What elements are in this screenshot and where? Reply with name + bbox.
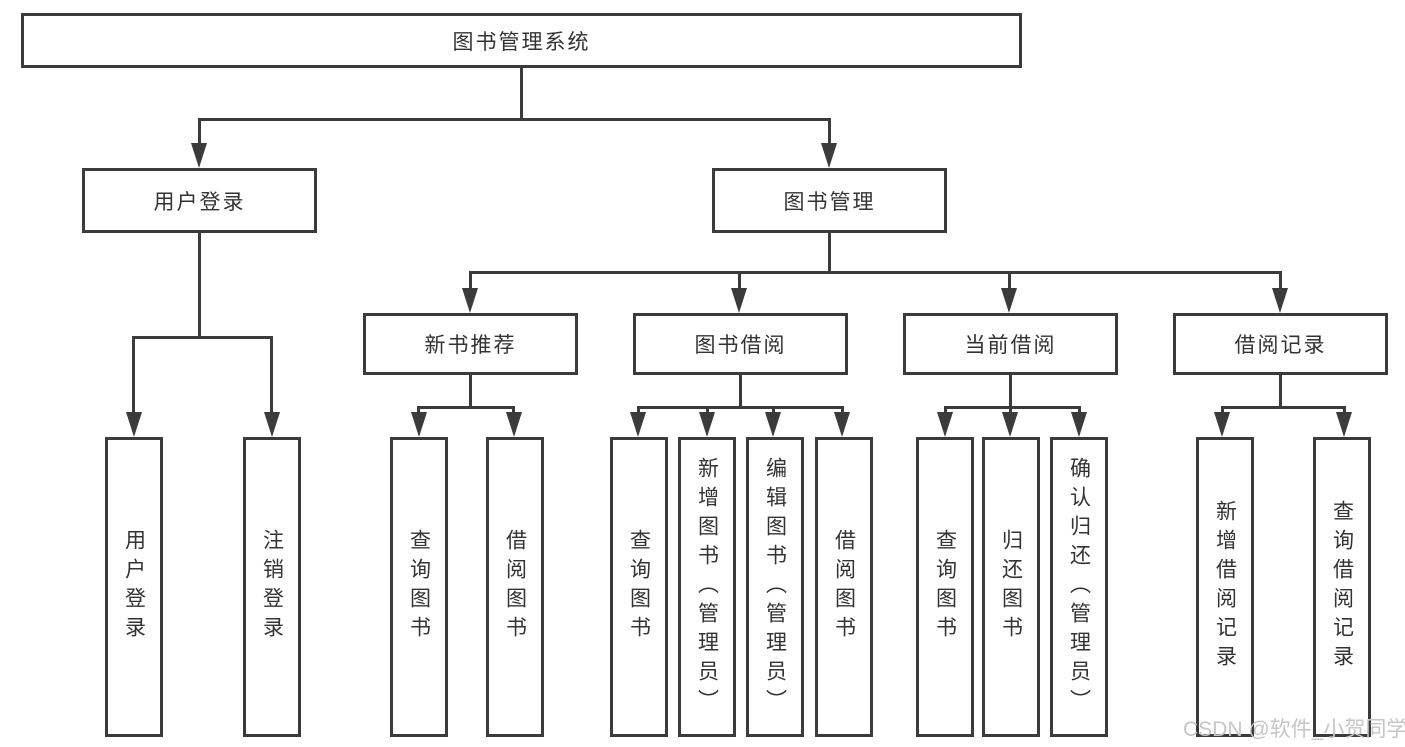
leaf-label: 借阅图书 — [503, 529, 527, 645]
arrowhead-down-icon — [264, 412, 280, 437]
node-borrowing-records: 借阅记录 — [1173, 313, 1388, 375]
connector-line — [469, 375, 472, 408]
node-book-management: 图书管理 — [712, 168, 947, 233]
leaf-records-add-borrow-record: 新增借阅记录 — [1196, 437, 1254, 737]
arrowhead-down-icon — [699, 412, 715, 437]
connector-line — [738, 271, 741, 291]
arrowhead-down-icon — [411, 412, 427, 437]
connector-line — [637, 406, 640, 415]
connector-line — [1221, 406, 1224, 415]
connector-line — [1009, 406, 1012, 415]
connector-line — [1222, 406, 1345, 409]
leaf-borrowing-query-books: 查询图书 — [610, 437, 668, 737]
connector-line — [828, 233, 831, 274]
node-label: 新书推荐 — [424, 334, 517, 357]
connector-line — [1279, 375, 1282, 408]
arrowhead-down-icon — [506, 412, 522, 437]
arrowhead-down-icon — [462, 288, 478, 313]
arrowhead-down-icon — [1002, 412, 1018, 437]
connector-line — [944, 406, 947, 415]
arrowhead-down-icon — [731, 288, 747, 313]
leaf-records-query-borrow-record: 查询借阅记录 — [1313, 437, 1371, 737]
connector-line — [1078, 406, 1081, 415]
node-user-login: 用户登录 — [82, 168, 317, 233]
leaf-borrowing-edit-books-admin: 编辑图书（管理员） — [746, 437, 804, 737]
leaf-recommend-query-books: 查询图书 — [390, 437, 448, 737]
connector-line — [512, 406, 515, 415]
connector-line — [1009, 375, 1012, 408]
connector-line — [1343, 406, 1346, 415]
arrowhead-down-icon — [1214, 412, 1230, 437]
connector-line — [199, 118, 831, 121]
connector-line — [198, 233, 201, 339]
leaf-label: 查询图书 — [627, 529, 651, 645]
connector-line — [270, 336, 273, 416]
arrowhead-down-icon — [821, 143, 837, 168]
connector-line — [134, 336, 273, 339]
arrowhead-down-icon — [1272, 288, 1288, 313]
connector-line — [469, 271, 472, 291]
arrowhead-down-icon — [937, 412, 953, 437]
leaf-label: 新增借阅记录 — [1213, 500, 1237, 674]
leaf-label: 确认归还（管理员） — [1067, 456, 1091, 718]
arrowhead-down-icon — [126, 412, 142, 437]
leaf-label: 查询图书 — [407, 529, 431, 645]
connector-line — [132, 336, 135, 416]
node-new-book-recommend: 新书推荐 — [363, 313, 578, 375]
leaf-label: 新增图书（管理员） — [695, 456, 719, 718]
connector-line — [638, 406, 843, 409]
connector-line — [520, 68, 523, 120]
connector-line — [828, 118, 831, 148]
node-label: 图书管理系统 — [452, 30, 591, 54]
connector-line — [198, 118, 201, 148]
leaf-label: 注销登录 — [260, 529, 284, 645]
connector-line — [772, 406, 775, 415]
arrowhead-down-icon — [765, 412, 781, 437]
leaf-recommend-borrow-books: 借阅图书 — [486, 437, 544, 737]
leaf-borrowing-borrow-books: 借阅图书 — [815, 437, 873, 737]
node-label: 借阅记录 — [1234, 334, 1327, 357]
leaf-label: 归还图书 — [999, 529, 1023, 645]
arrowhead-down-icon — [630, 412, 646, 437]
arrowhead-down-icon — [1071, 412, 1087, 437]
leaf-label: 查询图书 — [933, 529, 957, 645]
connector-line — [470, 271, 1281, 274]
leaf-label: 借阅图书 — [832, 529, 856, 645]
node-current-borrowing: 当前借阅 — [903, 313, 1118, 375]
arrowhead-down-icon — [1336, 412, 1352, 437]
connector-line — [1008, 271, 1011, 291]
leaf-current-confirm-return-admin: 确认归还（管理员） — [1050, 437, 1108, 737]
leaf-current-return-books: 归还图书 — [982, 437, 1040, 737]
arrowhead-down-icon — [1001, 288, 1017, 313]
leaf-logout: 注销登录 — [243, 437, 301, 737]
watermark: CSDN @软件_小贺同学 — [1183, 718, 1405, 741]
connector-line — [739, 375, 742, 408]
leaf-label: 用户登录 — [122, 529, 146, 645]
node-library-management-system: 图书管理系统 — [21, 13, 1022, 68]
connector-line — [945, 406, 1080, 409]
leaf-label: 查询借阅记录 — [1330, 500, 1354, 674]
node-label: 当前借阅 — [964, 334, 1057, 357]
node-label: 图书管理 — [783, 190, 876, 214]
connector-line — [419, 406, 515, 409]
connector-line — [417, 406, 420, 415]
connector-line — [841, 406, 844, 415]
leaf-borrowing-add-books-admin: 新增图书（管理员） — [678, 437, 736, 737]
connector-line — [1279, 271, 1282, 291]
node-book-borrowing: 图书借阅 — [633, 313, 848, 375]
leaf-label: 编辑图书（管理员） — [763, 456, 787, 718]
connector-line — [706, 406, 709, 415]
arrowhead-down-icon — [834, 412, 850, 437]
node-label: 用户登录 — [153, 190, 246, 214]
node-label: 图书借阅 — [694, 334, 787, 357]
leaf-user-login: 用户登录 — [105, 437, 163, 737]
leaf-current-query-books: 查询图书 — [916, 437, 974, 737]
arrowhead-down-icon — [191, 143, 207, 168]
